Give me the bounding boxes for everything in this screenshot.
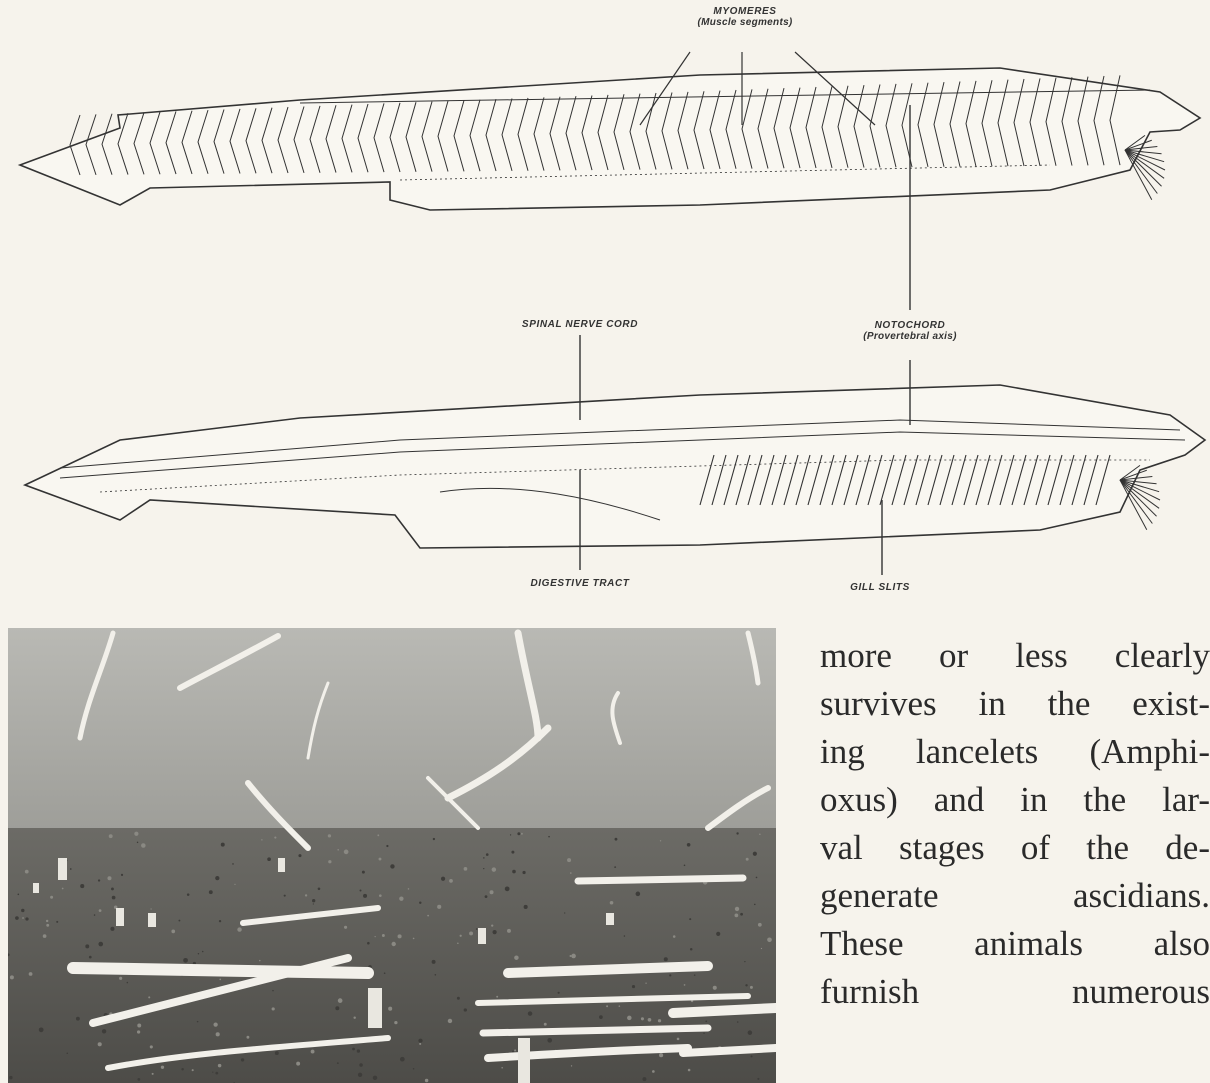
text-line: oxus) and in the lar- xyxy=(820,776,1210,824)
lower-lancelet xyxy=(25,335,1205,575)
photo-scene xyxy=(8,628,776,1083)
upper-body-outline xyxy=(20,68,1200,210)
text-line: val stages of the de- xyxy=(820,824,1210,872)
myomeres-subtitle: (Muscle segments) xyxy=(680,17,810,28)
myomeres-label: MYOMERES (Muscle segments) xyxy=(680,6,810,28)
spinal-nerve-cord-label: SPINAL NERVE CORD xyxy=(480,319,680,330)
text-line: more or less clearly xyxy=(820,632,1210,680)
text-line: furnish numerous xyxy=(820,968,1210,1016)
myomeres-title: MYOMERES xyxy=(680,6,810,17)
notochord-subtitle: (Provertebral axis) xyxy=(830,331,990,342)
text-line: generate ascidians. xyxy=(820,872,1210,920)
lancelet-anatomy-diagram: MYOMERES (Muscle segments) SPINAL NERVE … xyxy=(0,0,1210,620)
body-text: more or less clearly survives in the exi… xyxy=(820,632,1210,1016)
text-line: survives in the exist- xyxy=(820,680,1210,728)
lancelet-drawings xyxy=(0,0,1210,620)
gill-slits-label: GILL SLITS xyxy=(820,582,940,593)
lancelets-photograph xyxy=(8,628,776,1083)
text-line: ing lancelets (Amphi- xyxy=(820,728,1210,776)
notochord-title: NOTOCHORD xyxy=(830,320,990,331)
water-background xyxy=(8,628,776,838)
notochord-label: NOTOCHORD (Provertebral axis) xyxy=(830,320,990,342)
upper-lancelet xyxy=(20,52,1200,310)
lower-body-outline xyxy=(25,385,1205,548)
digestive-tract-label: DIGESTIVE TRACT xyxy=(490,578,670,589)
text-line: These animals also xyxy=(820,920,1210,968)
